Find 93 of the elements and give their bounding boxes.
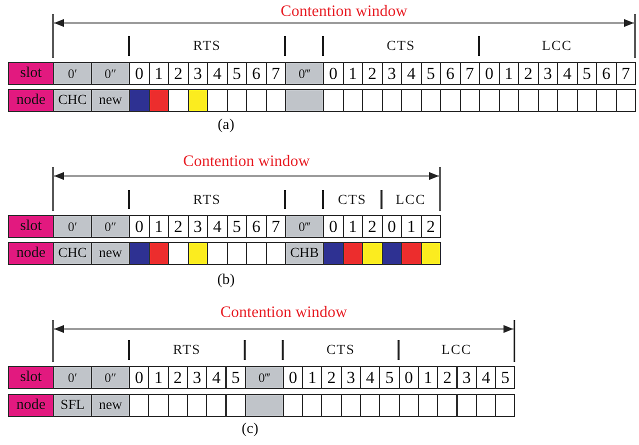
phase-label: LCC [396, 194, 426, 208]
window-label: Contention window [280, 4, 408, 20]
slot-number: 5 [226, 62, 247, 85]
slot-number: 4 [401, 62, 422, 85]
slot-number: 5 [420, 62, 441, 85]
slot-number: 6 [246, 62, 266, 85]
slot-number: 6 [440, 62, 460, 85]
slot-number: 4 [360, 366, 380, 389]
slot-number: 3 [340, 366, 361, 389]
window-label: Contention window [220, 305, 348, 321]
slot-number: 2 [437, 366, 458, 389]
slot-number: 0 [323, 215, 344, 238]
reserved-slot: 0′ [53, 215, 92, 238]
slot-number: 0 [129, 366, 150, 389]
reserved-slot: 0‴ [285, 62, 324, 85]
reserved-slot: 0‴ [285, 215, 324, 238]
slot-number: 5 [226, 215, 247, 238]
reserved-slot: new [91, 394, 130, 417]
row-header: node [8, 242, 54, 265]
slot-number: 5 [495, 366, 516, 389]
panel-caption: (c) [242, 422, 258, 437]
slot-number: 3 [188, 215, 208, 238]
reserved-slot: 0″ [91, 62, 130, 85]
phase-label: LCC [441, 344, 472, 358]
slot-number: 3 [186, 366, 208, 389]
row-header: node [8, 89, 54, 112]
slot-number: 3 [456, 366, 477, 389]
slot-number: 1 [342, 215, 363, 238]
phase-label: RTS [193, 40, 221, 54]
slot-number: 2 [362, 62, 382, 85]
panel-caption: (b) [217, 273, 235, 288]
panel-caption: (a) [218, 118, 234, 133]
reserved-slot: CHB [285, 242, 324, 265]
reserved-slot: 0″ [91, 366, 130, 389]
reserved-slot: 0″ [91, 215, 130, 238]
slot-number: 7 [266, 215, 286, 238]
slot-number: 1 [342, 62, 363, 85]
phase-label: LCC [542, 40, 572, 54]
slot-number: 4 [476, 366, 496, 389]
slot-number: 0 [129, 215, 150, 238]
slot-number: 4 [207, 215, 228, 238]
reserved-slot: CHC [53, 242, 92, 265]
phase-label: CTS [326, 344, 356, 358]
slot-number: 0 [398, 366, 419, 389]
slot-number: 0 [323, 62, 344, 85]
slot-number: 5 [379, 366, 400, 389]
slot-number: 2 [362, 215, 382, 238]
slot-number: 0 [382, 215, 402, 238]
slot-number: 1 [418, 366, 438, 389]
row-header: node [8, 394, 54, 417]
slot-number: 5 [576, 62, 597, 85]
slot-number: 6 [596, 62, 616, 85]
slot-number: 3 [188, 62, 208, 85]
reserved-slot: 0′ [53, 62, 92, 85]
slot-number: 4 [207, 62, 228, 85]
reserved-slot: new [91, 89, 130, 112]
reserved-slot: new [91, 242, 130, 265]
reserved-slot: CHC [53, 89, 92, 112]
slot-number: 6 [246, 215, 266, 238]
slot-number: 2 [420, 215, 441, 238]
slot-number: 2 [321, 366, 342, 389]
slot-number: 1 [498, 62, 519, 85]
slot-number: 1 [148, 62, 169, 85]
reserved-slot: SFL [53, 394, 92, 417]
row-header: slot [8, 366, 54, 389]
reserved-slot: 0′ [53, 366, 92, 389]
slot-number: 1 [401, 215, 422, 238]
slot-number: 4 [557, 62, 578, 85]
row-header: slot [8, 62, 54, 85]
slot-number: 2 [168, 366, 188, 389]
slot-number: 4 [206, 366, 226, 389]
slot-number: 1 [302, 366, 322, 389]
reserved-slot: 0‴ [244, 366, 284, 389]
slot-number: 2 [168, 62, 188, 85]
slot-number: 3 [538, 62, 558, 85]
slot-number: 0 [479, 62, 500, 85]
phase-label: RTS [193, 194, 221, 208]
row-header: slot [8, 215, 54, 238]
slot-number: 7 [460, 62, 480, 85]
window-label: Contention window [183, 154, 310, 170]
slot-number: 7 [266, 62, 286, 85]
phase-label: CTS [386, 40, 416, 54]
slot-number: 1 [148, 215, 169, 238]
slot-number: 3 [382, 62, 402, 85]
phase-label: CTS [338, 194, 367, 208]
phase-label: RTS [172, 344, 201, 358]
slot-number: 5 [226, 366, 246, 389]
slot-number: 2 [168, 215, 188, 238]
slot-number: 0 [129, 62, 150, 85]
slot-number: 0 [282, 366, 304, 389]
slot-number: 2 [518, 62, 538, 85]
slot-number: 7 [616, 62, 636, 85]
slot-number: 1 [148, 366, 169, 389]
